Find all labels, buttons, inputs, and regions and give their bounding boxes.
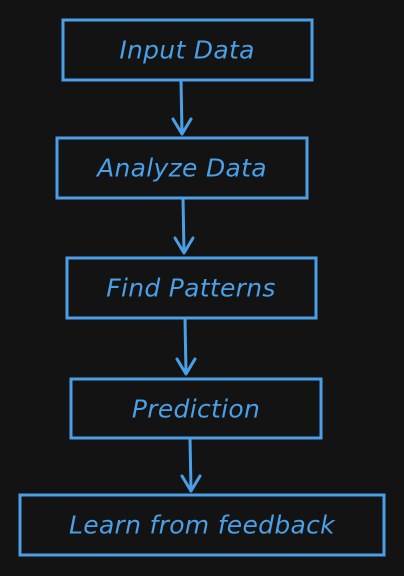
arrowhead: [175, 357, 197, 376]
node-learn-from-feedback: Learn from feedback: [18, 493, 386, 557]
arrowhead: [171, 117, 193, 136]
node-box: [69, 377, 323, 440]
node-input-data: Input Data: [61, 18, 314, 82]
node-box: [61, 18, 314, 82]
node-find-patterns: Find Patterns: [65, 256, 318, 320]
edge-line: [188, 436, 193, 492]
node-label: Learn from feedback: [69, 511, 336, 540]
node-prediction: Prediction: [69, 377, 323, 440]
edges-layer: [171, 78, 202, 493]
arrowhead: [173, 236, 195, 255]
edge-prediction-to-learn: [180, 436, 202, 493]
node-label: Prediction: [132, 395, 260, 424]
edge-line: [179, 78, 184, 135]
node-label: Input Data: [119, 36, 254, 65]
node-box: [18, 493, 386, 557]
edge-analyze-to-patterns: [173, 196, 195, 255]
node-box: [65, 256, 318, 320]
node-label: Analyze Data: [95, 154, 267, 183]
edge-line: [181, 196, 186, 254]
arrowhead: [180, 474, 202, 493]
edge-patterns-to-prediction: [175, 316, 197, 376]
edge-line: [183, 316, 188, 375]
edge-input-to-analyze: [171, 78, 193, 136]
nodes-layer: Input Data Analyze Data Find Patterns Pr…: [18, 18, 386, 557]
node-label: Find Patterns: [106, 274, 275, 303]
node-box: [55, 136, 309, 200]
node-analyze-data: Analyze Data: [55, 136, 309, 200]
